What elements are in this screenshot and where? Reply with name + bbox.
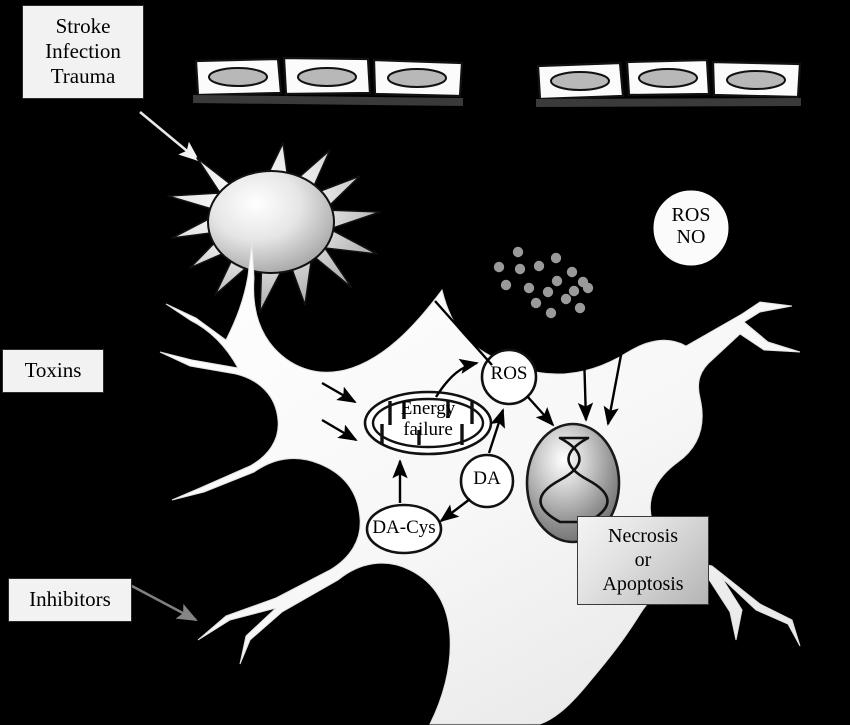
endothelium-right-segment bbox=[536, 58, 802, 107]
arrow-mitochondrion-to-ros bbox=[434, 358, 479, 398]
arrow-toxins-to-neuron-lower bbox=[321, 418, 358, 442]
stimulus-box-toxins[interactable]: Toxins bbox=[2, 349, 104, 393]
ros-no-badge bbox=[653, 190, 729, 266]
ros-node-shape bbox=[480, 348, 538, 406]
arrow-apex-to-ros bbox=[434, 300, 493, 366]
da-node-shape bbox=[459, 453, 515, 509]
signalling-nodes bbox=[365, 348, 538, 555]
activated-microglia bbox=[167, 142, 381, 313]
outcome-line-necrosis: Necrosis bbox=[608, 525, 678, 547]
arrow-ros-to-nucleus bbox=[526, 395, 555, 427]
free-radical-dot-cloud bbox=[493, 246, 594, 319]
outcome-line-or: or bbox=[634, 549, 652, 571]
outcome-line-apoptosis: Apoptosis bbox=[602, 573, 684, 595]
arrow-radicals-to-nucleus-1 bbox=[577, 319, 594, 422]
intracellular-arrows bbox=[321, 300, 630, 523]
stimulus-line-toxins: Toxins bbox=[24, 358, 82, 382]
endothelium-left-segment bbox=[193, 56, 464, 106]
outcome-box-necrosis-or-apoptosis[interactable]: Necrosis or Apoptosis bbox=[577, 516, 709, 605]
stimulus-box-inhibitors[interactable]: Inhibitors bbox=[8, 578, 132, 622]
da-cys-node-shape bbox=[365, 503, 443, 555]
arrow-da-to-dacys bbox=[439, 498, 471, 523]
stimulus-line-infection: Infection bbox=[45, 38, 121, 63]
arrow-da-to-ros bbox=[487, 408, 505, 454]
arrow-toxins-to-neuron-upper bbox=[321, 381, 357, 404]
stimulus-line-inhibitors: Inhibitors bbox=[29, 587, 111, 611]
stimulus-arrows bbox=[129, 110, 200, 622]
arrow-radicals-to-nucleus-2 bbox=[603, 317, 630, 426]
mitochondrion-energy-failure bbox=[363, 390, 493, 456]
stimulus-line-stroke: Stroke bbox=[55, 14, 111, 38]
stimulus-line-trauma: Trauma bbox=[50, 63, 116, 88]
stimulus-box-stroke-infection-trauma[interactable]: Stroke Infection Trauma bbox=[22, 5, 144, 100]
